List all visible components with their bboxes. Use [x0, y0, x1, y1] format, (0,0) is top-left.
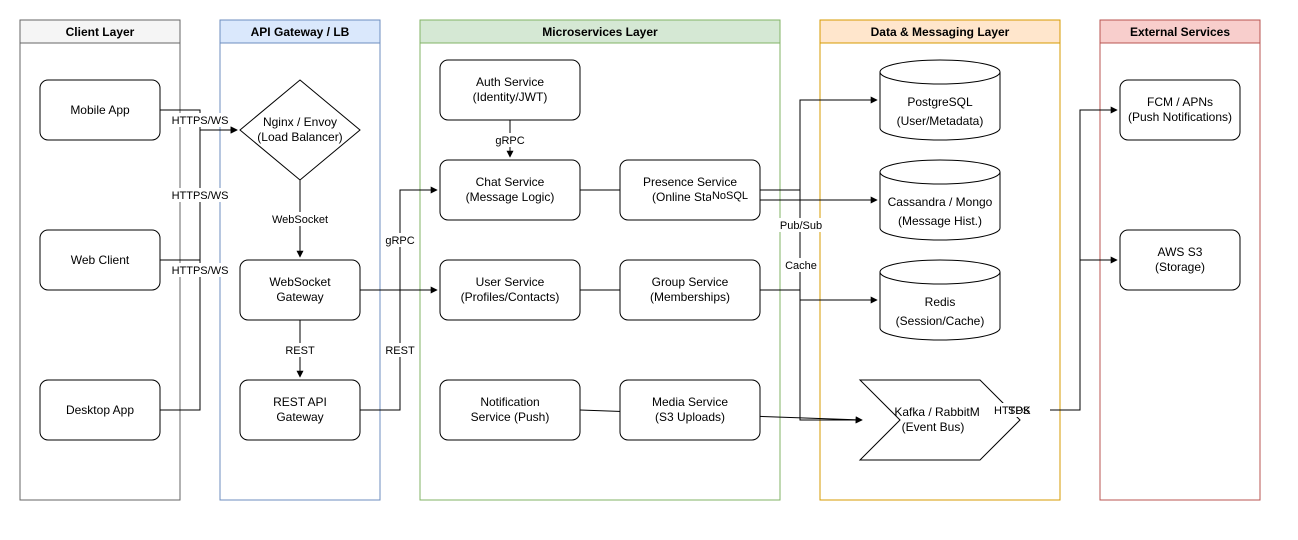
edge-label-rest: REST — [285, 345, 315, 357]
node-postgresql[interactable]: PostgreSQL (User/Metadata) — [879, 59, 1001, 141]
svg-text:Kafka / RabbitM: Kafka / RabbitM — [894, 405, 979, 419]
node-desktop-app[interactable]: Desktop App — [39, 379, 161, 441]
lane-title: Client Layer — [66, 25, 135, 39]
lane-title: External Services — [1130, 25, 1230, 39]
svg-text:(Storage): (Storage) — [1155, 260, 1205, 274]
svg-text:(Memberships): (Memberships) — [650, 290, 730, 304]
svg-text:Auth Service: Auth Service — [476, 75, 544, 89]
svg-text:User Service: User Service — [476, 275, 545, 289]
edge-label-grpc: gRPC — [385, 235, 414, 247]
svg-text:(S3 Uploads): (S3 Uploads) — [655, 410, 725, 424]
svg-text:(Push Notifications): (Push Notifications) — [1128, 110, 1232, 124]
svg-text:(Message Hist.): (Message Hist.) — [898, 214, 982, 228]
edge-label-grpc: gRPC — [495, 135, 524, 147]
edge-label-websocket: WebSocket — [272, 214, 328, 226]
svg-text:PostgreSQL: PostgreSQL — [907, 95, 973, 109]
svg-text:REST API: REST API — [273, 395, 327, 409]
svg-text:FCM / APNs: FCM / APNs — [1147, 95, 1213, 109]
svg-text:Gateway: Gateway — [276, 410, 323, 424]
svg-text:Gateway: Gateway — [276, 290, 323, 304]
node-group-service[interactable]: Group Service (Memberships) — [619, 259, 761, 321]
edge-label-https-ws: HTTPS/WS — [172, 115, 229, 127]
svg-text:Cassandra / Mongo: Cassandra / Mongo — [888, 195, 993, 209]
node-auth-service[interactable]: Auth Service (Identity/JWT) — [439, 59, 581, 121]
edge-label-https-ws: HTTPS/WS — [172, 265, 229, 277]
svg-text:Mobile App: Mobile App — [70, 103, 130, 117]
edge-labels: HTTPS/WS HTTPS/WS HTTPS/WS WebSocket RES… — [171, 113, 1050, 417]
svg-text:Presence Service: Presence Service — [643, 175, 737, 189]
node-aws-s3[interactable]: AWS S3 (Storage) — [1119, 229, 1241, 291]
svg-text:Notification: Notification — [480, 395, 539, 409]
svg-text:Nginx / Envoy: Nginx / Envoy — [263, 115, 337, 129]
svg-text:Redis: Redis — [925, 295, 956, 309]
node-user-service[interactable]: User Service (Profiles/Contacts) — [439, 259, 581, 321]
edge-restgw-chat — [360, 186, 438, 411]
edge-presence-postgres — [760, 96, 878, 191]
node-notification-service[interactable]: Notification Service (Push) — [439, 379, 581, 441]
svg-text:(Online Sta: (Online Sta — [652, 190, 712, 204]
svg-text:Chat Service: Chat Service — [476, 175, 545, 189]
edge-label-https: HTTPS — [994, 405, 1030, 417]
node-mobile-app[interactable]: Mobile App — [39, 79, 161, 141]
svg-text:WebSocket: WebSocket — [269, 275, 331, 289]
svg-text:(Load Balancer): (Load Balancer) — [257, 130, 342, 144]
edge-presence-kafka — [760, 199, 863, 424]
edge-label-cache: Cache — [785, 260, 817, 272]
node-cassandra-mongo[interactable]: Cassandra / Mongo (Message Hist.) — [879, 159, 1001, 241]
node-media-service[interactable]: Media Service (S3 Uploads) — [619, 379, 761, 441]
node-websocket-gateway[interactable]: WebSocket Gateway — [239, 259, 361, 321]
lane-title: API Gateway / LB — [251, 25, 350, 39]
node-presence-service[interactable]: Presence Service (Online Sta — [619, 159, 761, 221]
svg-text:(Message Logic): (Message Logic) — [466, 190, 555, 204]
svg-text:Web Client: Web Client — [71, 253, 130, 267]
edge-label-rest: REST — [385, 345, 415, 357]
node-redis[interactable]: Redis (Session/Cache) — [879, 259, 1001, 341]
node-chat-service[interactable]: Chat Service (Message Logic) — [439, 159, 581, 221]
node-nginx-envoy[interactable]: Nginx / Envoy (Load Balancer) — [239, 79, 361, 181]
svg-text:AWS S3: AWS S3 — [1158, 245, 1203, 259]
node-rest-api-gateway[interactable]: REST API Gateway — [239, 379, 361, 441]
edge-label-pubsub: Pub/Sub — [780, 220, 822, 232]
svg-text:Service (Push): Service (Push) — [471, 410, 550, 424]
svg-text:Group Service: Group Service — [652, 275, 729, 289]
svg-text:Media Service: Media Service — [652, 395, 728, 409]
svg-text:Desktop App: Desktop App — [66, 403, 134, 417]
svg-text:(Profiles/Contacts): (Profiles/Contacts) — [461, 290, 560, 304]
edge-label-sdk: SDK — [1008, 405, 1031, 417]
svg-text:(Event Bus): (Event Bus) — [902, 420, 965, 434]
edge-label-https-ws: HTTPS/WS — [172, 190, 229, 202]
lane-title: Data & Messaging Layer — [871, 25, 1010, 39]
edge-label-nosql: NoSQL — [712, 190, 748, 202]
svg-text:(Session/Cache): (Session/Cache) — [896, 314, 985, 328]
node-fcm-apns[interactable]: FCM / APNs (Push Notifications) — [1119, 79, 1241, 141]
lane-title: Microservices Layer — [542, 25, 658, 39]
node-web-client[interactable]: Web Client — [39, 229, 161, 291]
node-kafka-rabbitmq[interactable]: Kafka / RabbitM (Event Bus) — [858, 379, 1021, 461]
svg-text:(Identity/JWT): (Identity/JWT) — [473, 90, 548, 104]
svg-text:(User/Metadata): (User/Metadata) — [897, 114, 984, 128]
